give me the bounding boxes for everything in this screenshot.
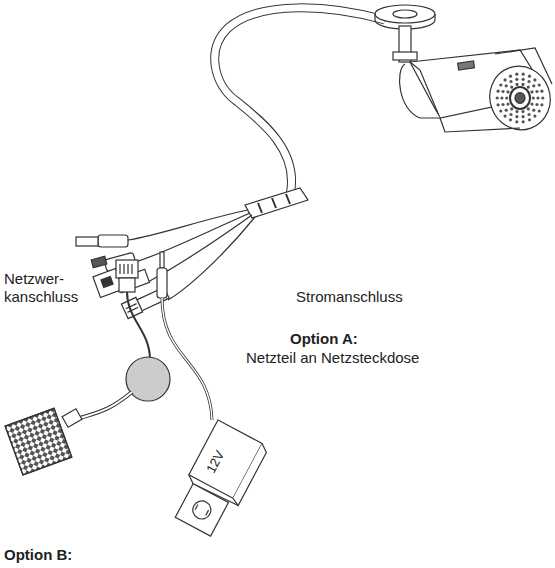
ir-led xyxy=(536,96,539,99)
ir-led xyxy=(506,90,509,93)
option-heading: Option A: xyxy=(290,330,358,348)
ir-led xyxy=(509,75,512,78)
ir-led xyxy=(496,96,499,99)
ir-led xyxy=(527,80,530,83)
ir-led xyxy=(535,90,538,93)
ir-led xyxy=(515,115,518,118)
ir-led xyxy=(541,96,544,99)
ir-led xyxy=(532,84,535,87)
ir-led xyxy=(530,90,533,93)
ir-led xyxy=(528,118,531,121)
ir-led xyxy=(506,103,509,106)
ir-led xyxy=(497,103,500,106)
ir-led xyxy=(521,110,524,113)
ir-led xyxy=(538,83,541,86)
ir-led xyxy=(533,115,536,118)
ir-led xyxy=(505,109,508,112)
ir-led xyxy=(515,78,518,81)
ir-led xyxy=(501,90,504,93)
ir-led xyxy=(522,115,525,118)
ir-led xyxy=(527,113,530,116)
ir-led xyxy=(535,103,538,106)
ir-led xyxy=(532,96,535,99)
ir-led xyxy=(528,75,531,78)
ir-led xyxy=(522,73,525,76)
ir-led xyxy=(527,86,530,89)
ir-led xyxy=(538,109,541,112)
ir-led xyxy=(505,84,508,87)
ir-led xyxy=(509,80,512,83)
ir-led xyxy=(504,78,507,81)
ir-led xyxy=(509,113,512,116)
option-heading: Option B: xyxy=(4,546,72,564)
ir-led xyxy=(509,118,512,121)
ir-led xyxy=(510,86,513,89)
ir-led xyxy=(540,90,543,93)
ir-led xyxy=(499,109,502,112)
ir-led xyxy=(521,83,524,86)
ir-led xyxy=(499,83,502,86)
ir-led xyxy=(500,96,503,99)
option-text: Netzteil an Netzsteckdose xyxy=(246,349,419,367)
ir-led xyxy=(522,120,525,123)
ir-led xyxy=(533,78,536,81)
connector-label: Netzwer- kanschluss xyxy=(4,270,78,306)
ir-led xyxy=(530,103,533,106)
ir-led xyxy=(532,109,535,112)
ir-led xyxy=(527,107,530,110)
ir-led xyxy=(510,107,513,110)
ir-led xyxy=(540,103,543,106)
ir-led xyxy=(505,96,508,99)
ir-led xyxy=(515,110,518,113)
connector-label: Stromanschluss xyxy=(296,288,403,306)
ir-led xyxy=(515,83,518,86)
ir-led xyxy=(504,115,507,118)
ir-led xyxy=(501,103,504,106)
ir-led xyxy=(515,73,518,76)
ir-led xyxy=(522,78,525,81)
ir-led xyxy=(497,90,500,93)
ir-led xyxy=(515,120,518,123)
